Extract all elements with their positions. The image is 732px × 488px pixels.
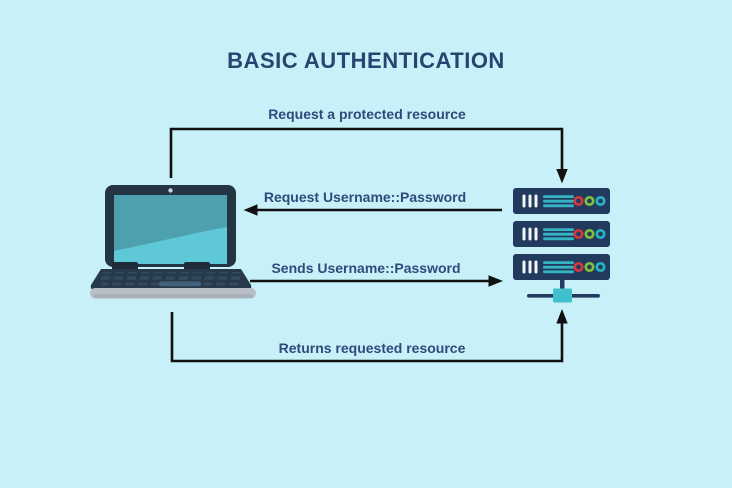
arrow-request-protected-resource	[169, 127, 568, 184]
laptop-spacebar	[159, 281, 201, 287]
arrow-sends-username-password	[250, 275, 503, 287]
flow-label-returns-requested-resource: Returns requested resource	[278, 340, 466, 356]
flow-label-sends-username-password: Sends Username::Password	[271, 260, 461, 276]
laptop-base-shadow	[93, 294, 253, 299]
flow-label-request-protected-resource: Request a protected resource	[268, 106, 466, 122]
server-stem	[560, 278, 565, 294]
server-rack-3	[511, 252, 612, 282]
server-rack-2	[511, 219, 612, 249]
server-stack-icon	[511, 186, 612, 303]
arrow-request-username-password	[243, 204, 502, 216]
server-rack-1	[511, 186, 612, 216]
flow-label-request-username-password: Request Username::Password	[263, 189, 467, 205]
laptop-camera-icon	[168, 188, 173, 193]
laptop-keys	[101, 272, 241, 286]
page-title: BASIC AUTHENTICATION	[227, 48, 505, 73]
laptop-screen-highlight	[114, 227, 227, 264]
laptop-icon	[90, 185, 256, 299]
server-hub	[553, 288, 572, 303]
arrow-returns-requested-resource	[170, 309, 568, 363]
